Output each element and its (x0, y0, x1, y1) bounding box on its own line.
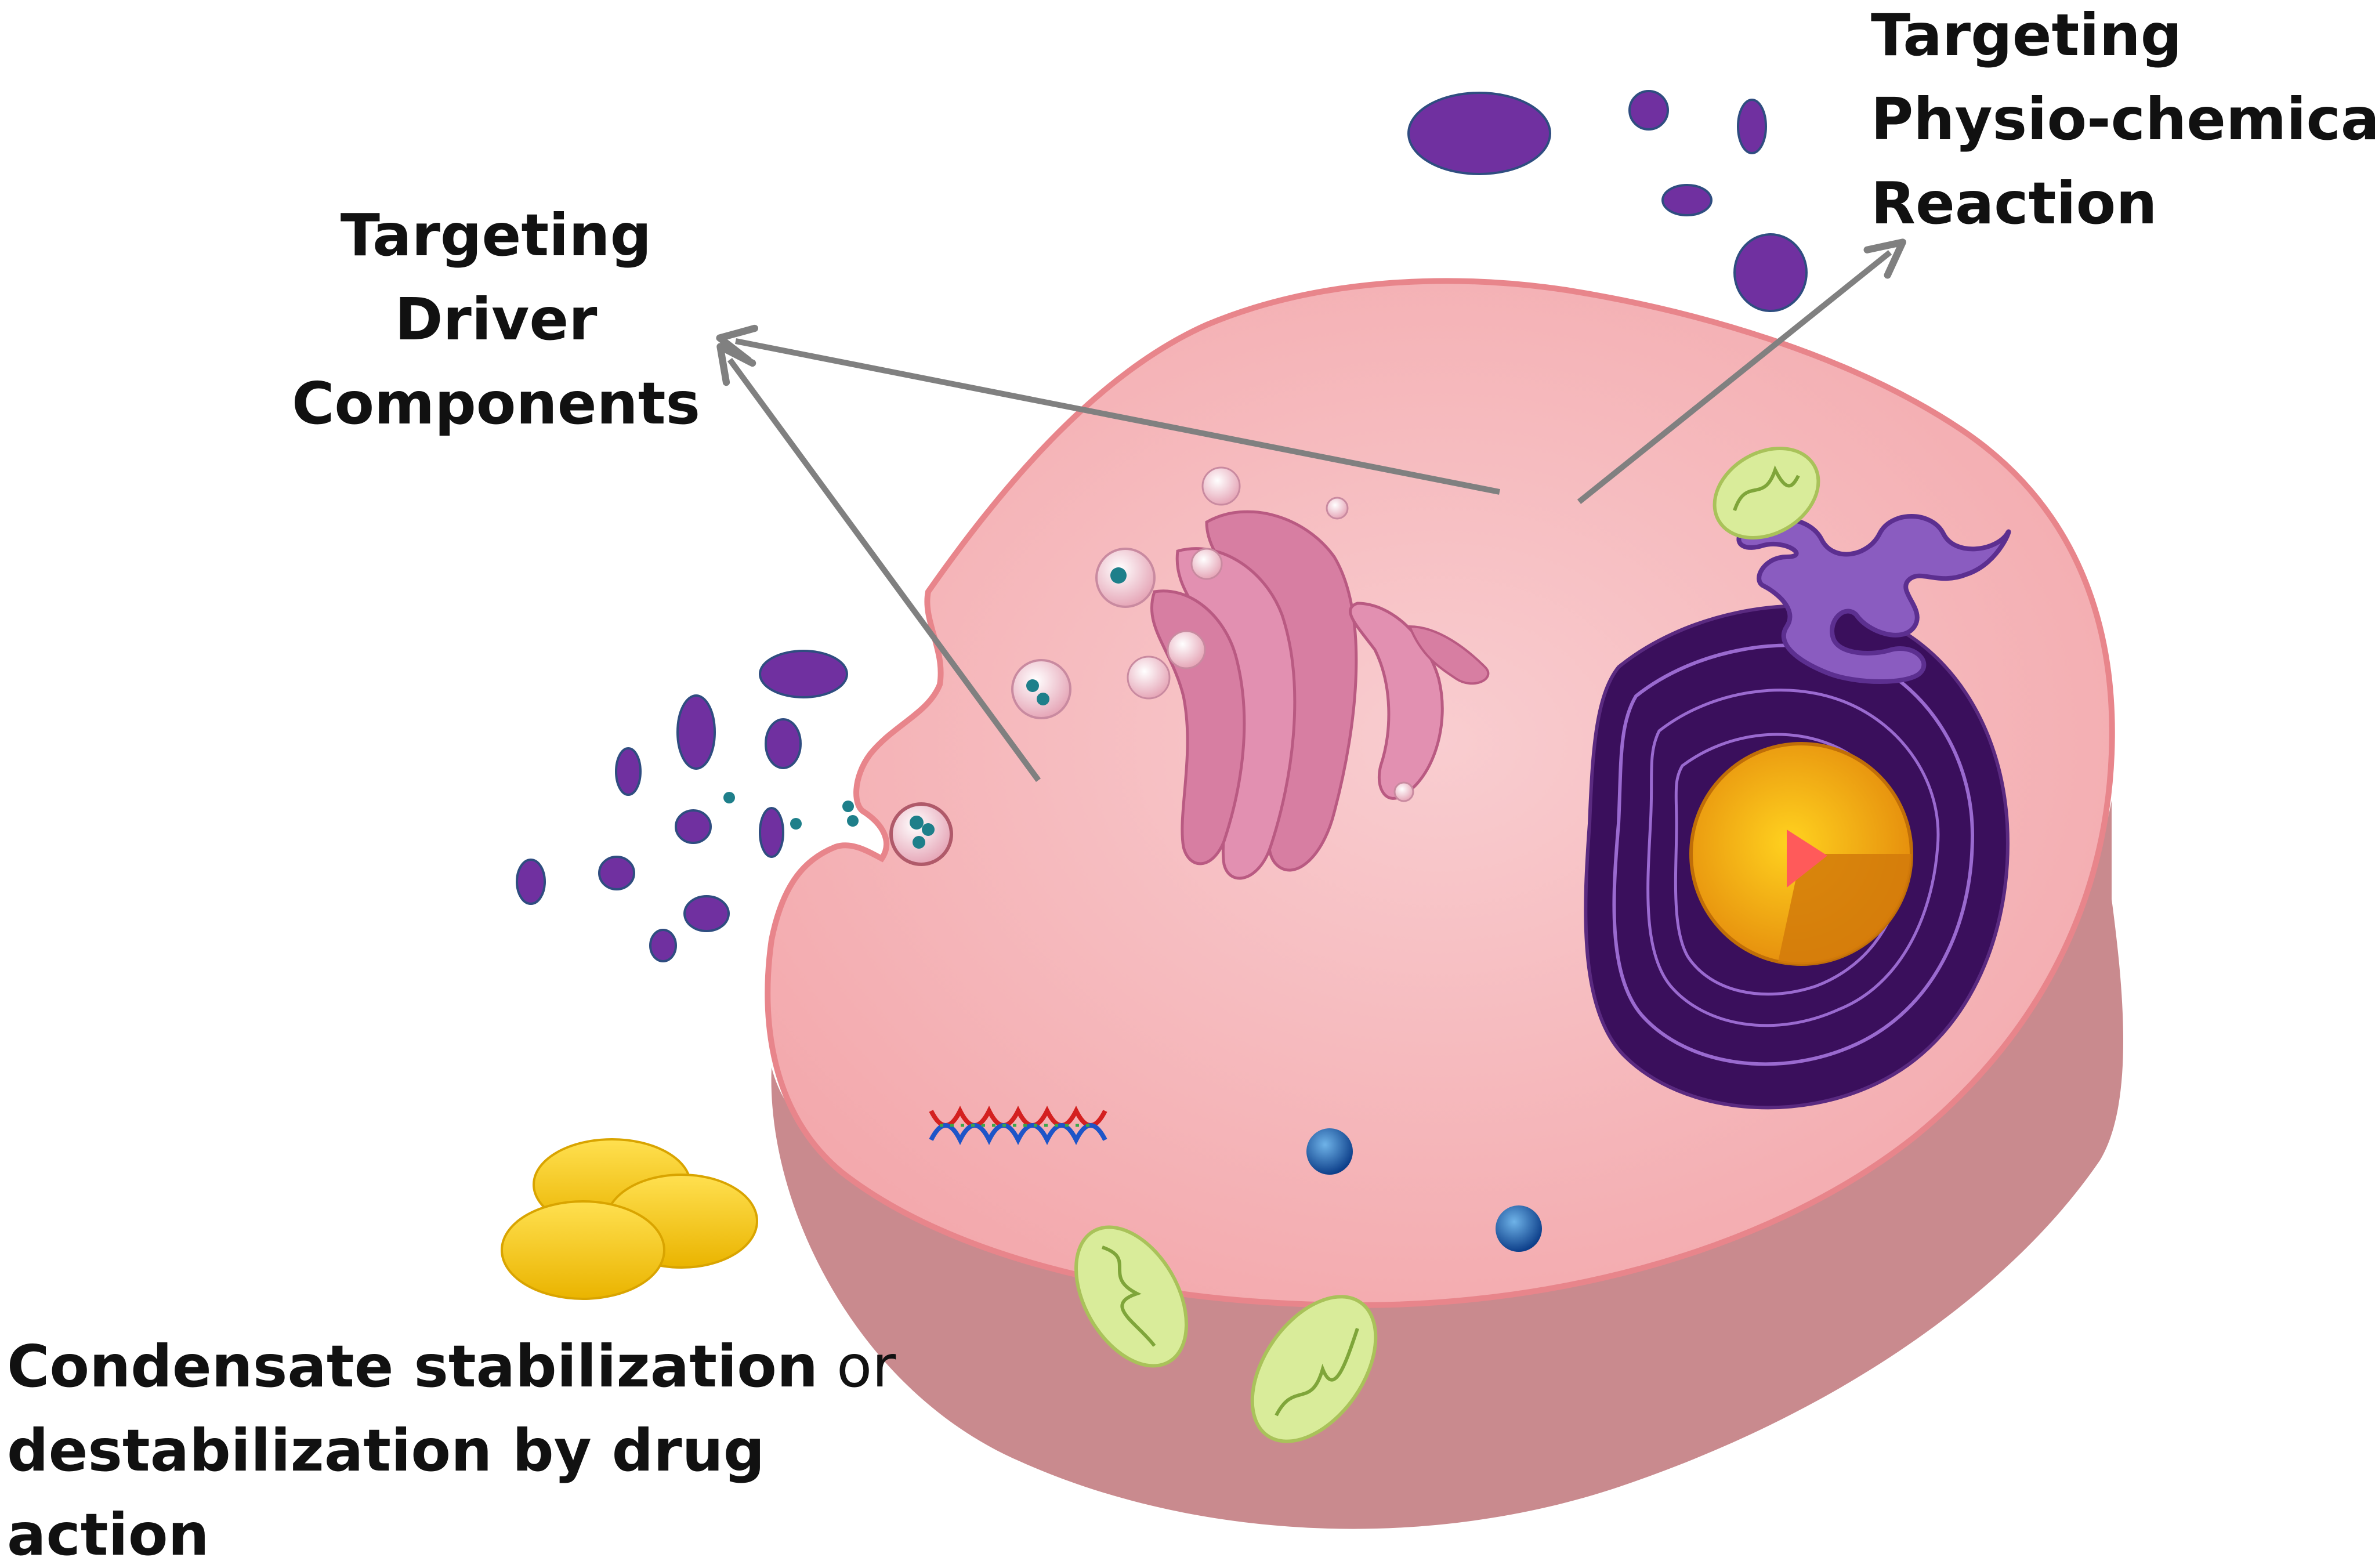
mitochondrion (1250, 1295, 1378, 1443)
mitochondrion (1713, 446, 1820, 540)
label-physio-line2: Physio-chemical (1871, 85, 2375, 153)
dna-helix-icon (929, 1106, 1107, 1145)
vesicle-with-cargo (1011, 659, 1071, 719)
label-driver-line2: Driver (395, 285, 598, 353)
blue-granule (1306, 1128, 1353, 1175)
label-condensate-line3: action (7, 1501, 209, 1568)
endoplasmic-reticulum (1736, 514, 2011, 684)
label-driver-components: Targeting Driver Components (292, 201, 700, 437)
arrow-to-driver-components-2 (716, 343, 1041, 782)
label-physio-line3: Reaction (1871, 169, 2157, 237)
condensate-droplets-left (516, 650, 859, 962)
label-physio-line1: Targeting (1871, 1, 2182, 69)
vesicle (1393, 781, 1414, 802)
label-condensate-line2: destabilization by drug (7, 1417, 765, 1484)
condensate-droplets-upper (1407, 90, 1808, 312)
arrow-to-physio-chemical (1577, 238, 1906, 504)
nucleolus (1689, 742, 1913, 966)
vesicle (1201, 466, 1241, 506)
vesicle (1167, 630, 1206, 669)
label-condensate-line1: Condensate stabilization or (7, 1332, 896, 1400)
arrow-to-driver-components-1 (716, 324, 1500, 495)
label-condensate: Condensate stabilization or destabilizat… (7, 1332, 896, 1568)
vesicle-with-cargo (1095, 548, 1156, 608)
vesicle (1190, 548, 1223, 580)
cell-side (771, 801, 2123, 1529)
mitochondrion (1074, 1225, 1188, 1368)
label-physio-chemical: Targeting Physio-chemical Reaction (1871, 1, 2375, 237)
label-driver-line1: Targeting (341, 201, 651, 269)
vesicle (1127, 656, 1171, 700)
exocytosis-vesicle (889, 802, 953, 866)
blue-granule (1496, 1205, 1542, 1252)
drug-molecules (501, 1138, 758, 1300)
vesicle (1326, 497, 1349, 520)
label-driver-line3: Components (292, 370, 700, 437)
golgi-apparatus (1150, 510, 1490, 880)
